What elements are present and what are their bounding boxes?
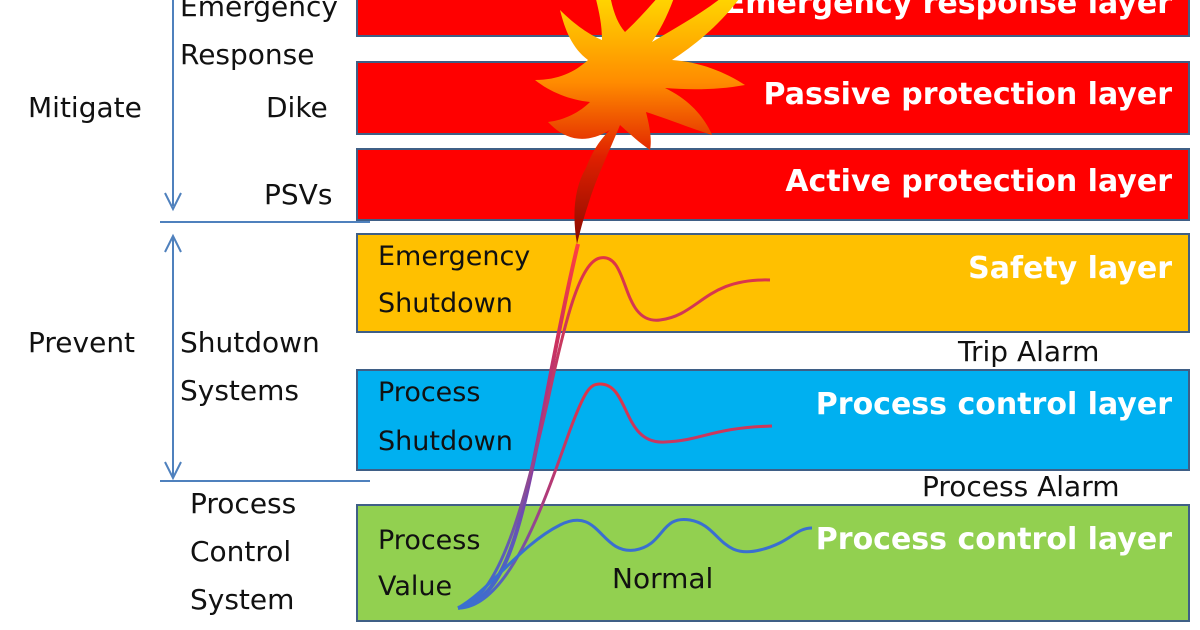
layer-emergency-response: Emergency response layer xyxy=(356,0,1190,37)
label-shutdown-systems-1: Shutdown xyxy=(180,326,320,359)
label-shutdown-systems-2: Systems xyxy=(180,374,299,407)
label-process-control-system-1: Process xyxy=(190,487,297,520)
label-process-control-system-2: Control xyxy=(190,535,292,568)
label-process-shutdown-2: Shutdown xyxy=(378,426,513,457)
label-emergency-shutdown-2: Shutdown xyxy=(378,288,513,319)
arrow-prevent-head-up xyxy=(164,233,182,253)
label-process-alarm: Process Alarm xyxy=(922,470,1120,503)
label-process-value-2: Value xyxy=(378,571,453,602)
curve-rise-safety-oscillation xyxy=(457,256,771,610)
layer-safety: Safety layer Emergency Shutdown xyxy=(356,233,1190,333)
label-prevent: Prevent xyxy=(28,326,136,359)
flame-shape xyxy=(535,0,745,244)
layer-title-safety: Safety layer xyxy=(968,251,1172,286)
layer-title-process-shutdown: Process control layer xyxy=(815,387,1172,422)
label-normal: Normal xyxy=(612,562,714,595)
layer-process-shutdown: Process control layer Process Shutdown xyxy=(356,369,1190,471)
label-process-control-system-3: System xyxy=(190,583,295,616)
label-process-value-1: Process xyxy=(378,525,481,556)
label-emergency-shutdown-1: Emergency xyxy=(378,241,531,272)
label-process-shutdown-1: Process xyxy=(378,377,481,408)
arrow-mitigate-head xyxy=(164,192,182,212)
label-psvs: PSVs xyxy=(264,178,333,211)
label-emergency-response-1: Emergency xyxy=(180,0,338,23)
layer-title-passive: Passive protection layer xyxy=(763,77,1172,112)
arrow-prevent-head-down xyxy=(164,461,182,481)
layer-title-emergency: Emergency response layer xyxy=(724,0,1172,21)
layer-process-value: Process control layer Process Value xyxy=(356,504,1190,622)
layer-passive-protection: Passive protection layer xyxy=(356,61,1190,135)
layer-active-protection: Active protection layer xyxy=(356,148,1190,221)
label-emergency-response-2: Response xyxy=(180,38,315,71)
curve-rise-shutdown-oscillation xyxy=(459,382,773,610)
curve-normal-oscillation xyxy=(457,517,813,610)
label-dike: Dike xyxy=(266,91,328,124)
layer-title-process-value: Process control layer xyxy=(815,522,1172,557)
label-mitigate: Mitigate xyxy=(28,91,142,124)
layer-title-active: Active protection layer xyxy=(785,164,1172,199)
label-trip-alarm: Trip Alarm xyxy=(958,335,1100,368)
